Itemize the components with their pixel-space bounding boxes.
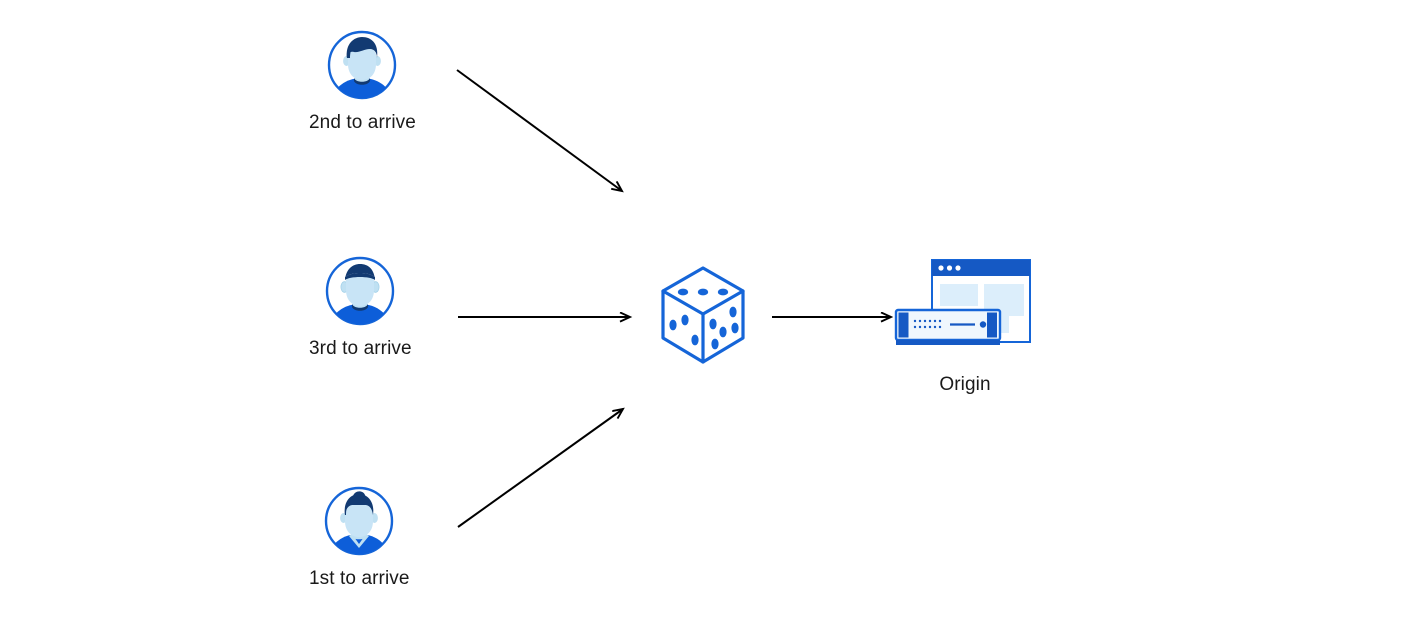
client-node-1st[interactable]: 1st to arrive — [309, 484, 410, 590]
origin-server-icon — [890, 254, 1040, 364]
client-node-2nd[interactable]: 2nd to arrive — [309, 28, 416, 134]
dice-right-pips — [709, 306, 739, 350]
origin-label: Origin — [939, 374, 991, 395]
origin-node[interactable]: Origin — [890, 254, 1040, 396]
dice-icon — [655, 262, 751, 370]
user-avatar-icon — [323, 254, 397, 328]
client-label-1st: 1st to arrive — [309, 568, 410, 589]
arrow-1st-to-dice — [457, 409, 623, 528]
client-node-3rd[interactable]: 3rd to arrive — [309, 254, 412, 360]
arrow-2nd-to-dice — [456, 69, 622, 191]
server-ports — [913, 319, 942, 329]
client-label-3rd: 3rd to arrive — [309, 338, 412, 359]
dice-top-pips — [677, 288, 729, 296]
server-device — [894, 308, 1002, 345]
client-label-2nd: 2nd to arrive — [309, 112, 416, 133]
load-balancer-node[interactable] — [655, 262, 751, 370]
dice-left-pips — [669, 314, 699, 346]
user-avatar-icon — [322, 484, 396, 558]
user-avatar-icon — [325, 28, 399, 102]
